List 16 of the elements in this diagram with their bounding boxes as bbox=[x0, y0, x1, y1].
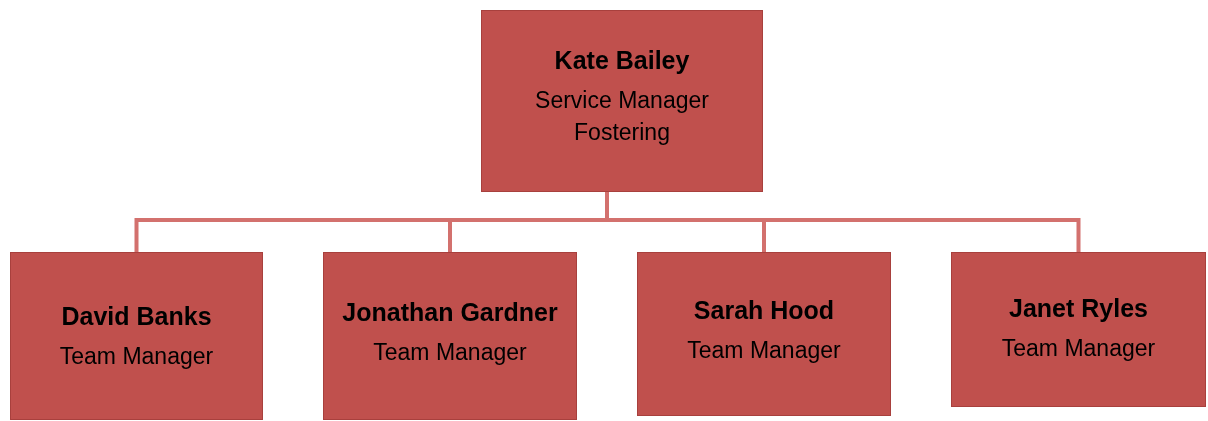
job-title: Service Manager Fostering bbox=[534, 86, 710, 148]
person-box bbox=[10, 252, 263, 420]
job-title: Team Manager bbox=[372, 338, 528, 368]
connector-line bbox=[605, 192, 1081, 252]
person-name: David Banks bbox=[61, 301, 212, 332]
person-name: Kate Bailey bbox=[554, 45, 690, 76]
person-name: Jonathan Gardner bbox=[342, 297, 558, 328]
person-box bbox=[481, 10, 763, 192]
person-box bbox=[323, 252, 577, 420]
person-box bbox=[951, 252, 1206, 407]
job-title: Team Manager bbox=[686, 336, 842, 366]
job-title: Team Manager bbox=[58, 342, 215, 372]
person-box bbox=[637, 252, 891, 416]
person-name: Janet Ryles bbox=[1009, 293, 1148, 324]
person-name: Sarah Hood bbox=[693, 295, 835, 326]
job-title: Team Manager bbox=[1000, 334, 1157, 364]
